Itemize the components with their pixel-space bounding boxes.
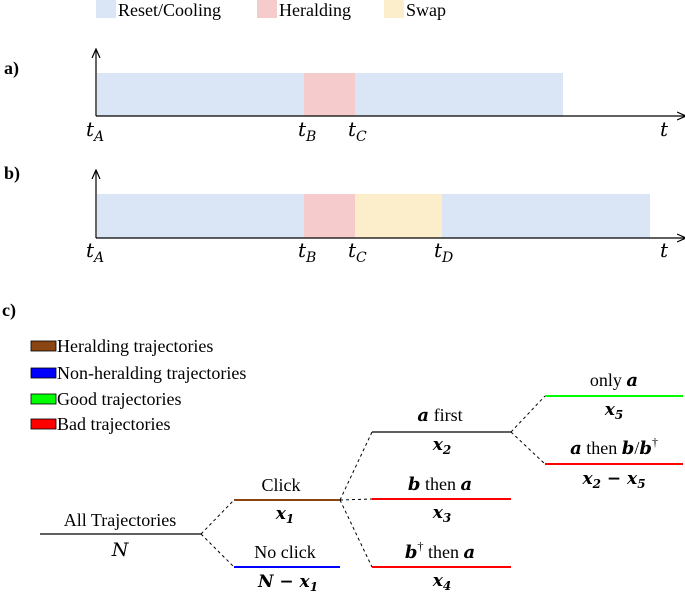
- panel-a-tick-tB: tB: [298, 117, 316, 145]
- node-a-first-count: x2: [432, 435, 452, 457]
- panel-c-label: c): [2, 300, 16, 321]
- node-a-then-b-label: a then b/b†: [570, 435, 658, 459]
- legend-swatch-good-traj: [30, 393, 57, 405]
- node-b-then-a: b then a x3: [372, 474, 511, 525]
- panel-a-tick-tC: tC: [348, 117, 367, 145]
- legend-swatch-swap: [384, 0, 404, 18]
- panel-c: c) Heralding trajectories Non-heralding …: [2, 300, 683, 594]
- panel-b-swap-bar: [355, 194, 442, 238]
- panel-a-reset-bar-1: [97, 73, 304, 116]
- node-a-then-b: a then b/b† x2 − x5: [545, 435, 683, 491]
- panel-b-axis-t: t: [660, 238, 669, 262]
- node-no-click-count: N − x1: [257, 572, 318, 594]
- panel-b-tick-tA: tA: [86, 238, 104, 266]
- panel-b: b) tA tB tC tD t: [4, 163, 685, 266]
- panel-a-reset-bar-2: [355, 73, 563, 116]
- node-b-then-a-count: x3: [432, 503, 452, 525]
- node-only-a: only a x5: [545, 370, 683, 422]
- panel-a-label: a): [4, 58, 19, 79]
- legend-swatch-nonheralding-traj: [30, 367, 57, 379]
- node-all-trajectories-count: N: [111, 539, 130, 561]
- node-a-first-label: a first: [417, 405, 462, 426]
- panel-a-heralding-bar: [304, 73, 355, 116]
- node-a-first: a first x2: [372, 405, 511, 457]
- legend-swatch-heralding-traj: [30, 340, 57, 352]
- node-only-a-count: x5: [604, 400, 624, 422]
- node-bdag-then-a-count: x4: [432, 571, 452, 593]
- node-b-then-a-label: b then a: [408, 474, 472, 495]
- node-a-then-b-count: x2 − x5: [581, 469, 645, 491]
- node-only-a-label: only a: [590, 370, 638, 391]
- node-click-count: x1: [275, 504, 295, 526]
- legend-label-nonheralding-traj: Non-heralding trajectories: [57, 363, 246, 383]
- panel-b-label: b): [4, 163, 20, 184]
- panel-b-reset-bar-1: [97, 194, 304, 238]
- node-no-click-label: No click: [254, 542, 315, 562]
- node-all-trajectories: All Trajectories N: [40, 510, 201, 561]
- panel-b-heralding-bar: [304, 194, 355, 238]
- node-all-trajectories-label: All Trajectories: [64, 510, 177, 530]
- legend-swatch-bad-traj: [30, 418, 57, 430]
- tree-connectors: [200, 395, 546, 568]
- node-click: Click x1: [234, 475, 340, 526]
- legend-label-good-traj: Good trajectories: [57, 389, 181, 409]
- top-legend: Reset/Cooling Heralding Swap: [96, 0, 446, 20]
- legend-swatch-reset: [96, 0, 116, 18]
- panel-a-axis-t: t: [660, 117, 669, 141]
- panel-b-reset-bar-2: [442, 194, 650, 238]
- legend-label-heralding: Heralding: [279, 0, 351, 20]
- node-no-click: No click N − x1: [234, 542, 340, 594]
- panel-a: a) tA tB tC t: [4, 49, 685, 145]
- panel-b-tick-tB: tB: [298, 238, 316, 266]
- legend-label-reset: Reset/Cooling: [118, 0, 221, 20]
- node-bdag-then-a-label: b† then a: [405, 539, 475, 563]
- node-click-label: Click: [262, 475, 301, 495]
- legend-label-heralding-traj: Heralding trajectories: [57, 336, 213, 356]
- panel-b-tick-tD: tD: [434, 238, 453, 266]
- node-bdag-then-a: b† then a x4: [372, 539, 511, 593]
- panel-b-tick-tC: tC: [348, 238, 367, 266]
- legend-label-bad-traj: Bad trajectories: [57, 414, 170, 434]
- legend-label-swap: Swap: [406, 0, 446, 20]
- panel-a-tick-tA: tA: [86, 117, 104, 145]
- legend-swatch-heralding: [257, 0, 277, 18]
